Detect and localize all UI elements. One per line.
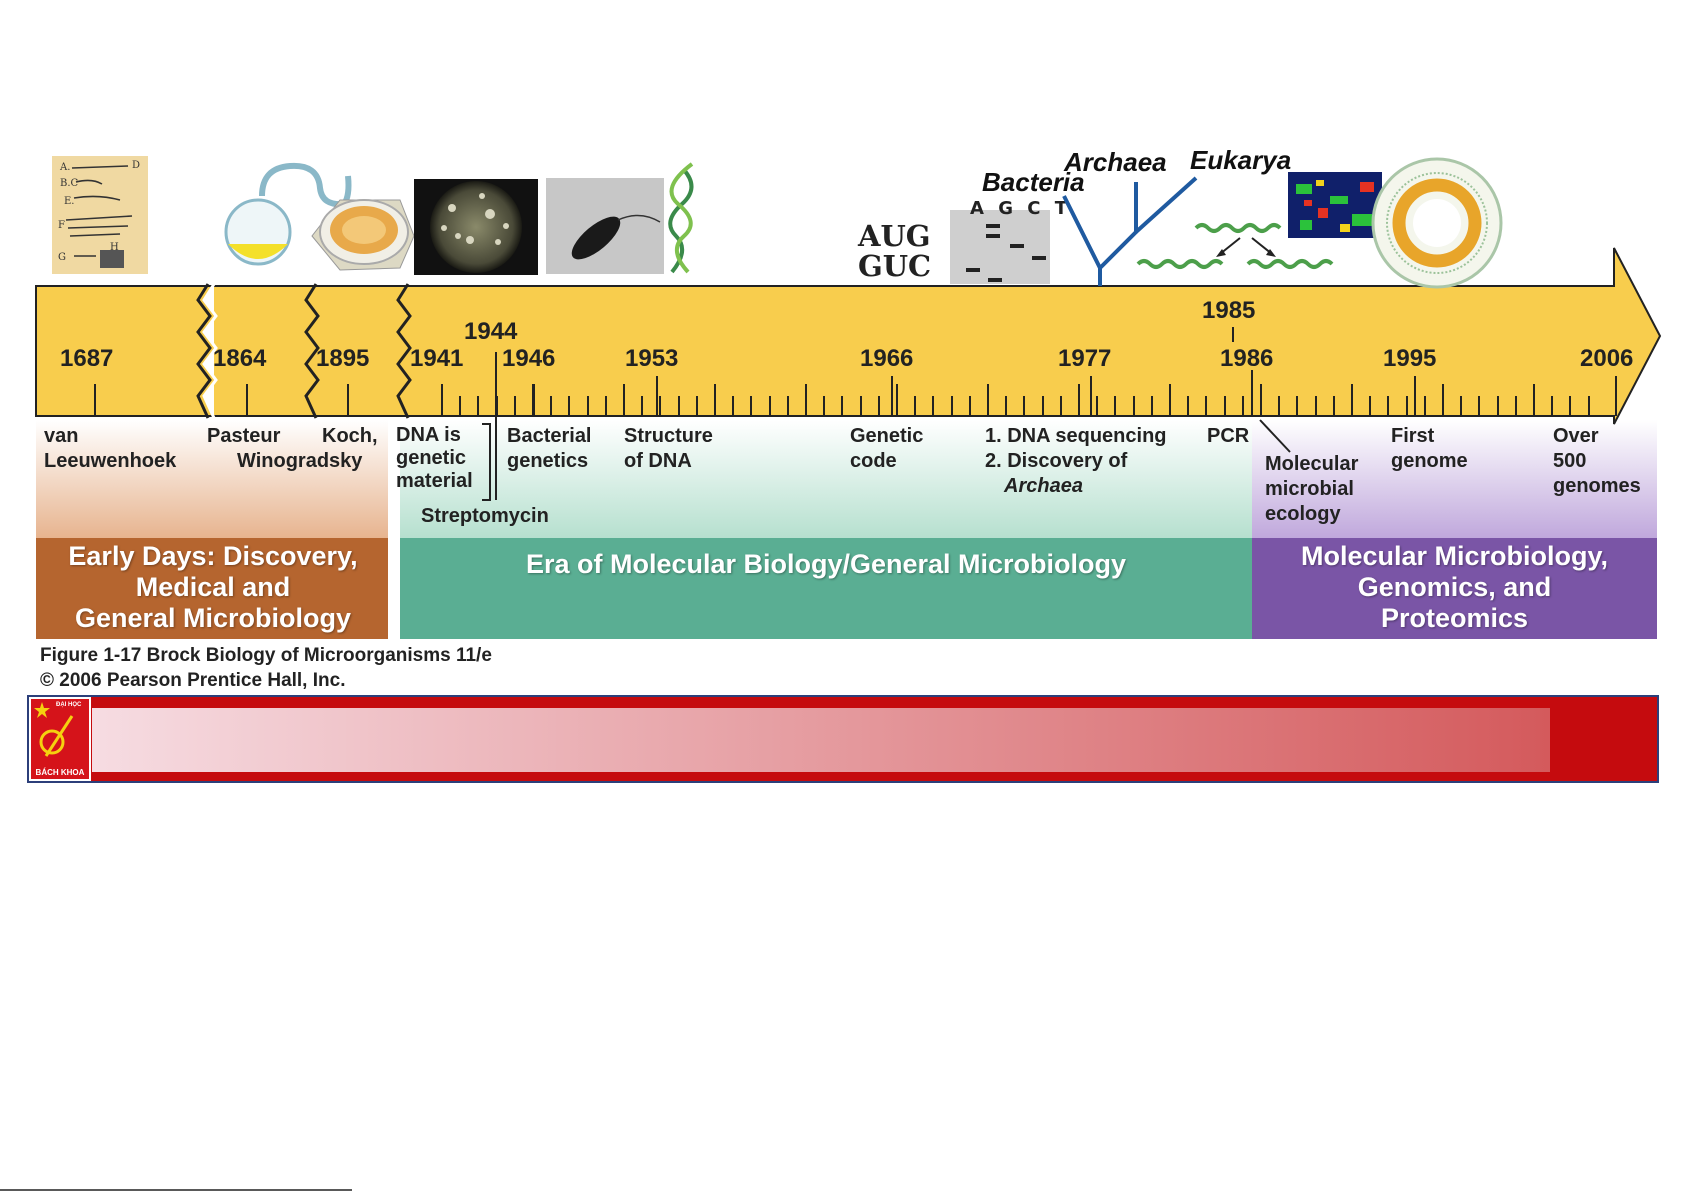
copyright-caption: © 2006 Pearson Prentice Hall, Inc. <box>40 670 346 691</box>
svg-text:A.: A. <box>59 162 70 173</box>
year-1941: 1941 <box>410 345 464 372</box>
event-koch: Koch, <box>322 425 378 447</box>
era-mid-background <box>400 420 1252 538</box>
event-pcr: PCR <box>1207 425 1250 447</box>
codon-text-2: GUC <box>858 249 931 283</box>
circular-genome-map <box>1371 157 1503 289</box>
event-streptomycin: Streptomycin <box>421 505 549 527</box>
year-1977: 1977 <box>1058 345 1112 372</box>
phylogenetic-tree <box>1062 176 1198 286</box>
gel-header-text: A G C T <box>970 198 1071 219</box>
era-late-title: Molecular Microbiology, Genomics, and Pr… <box>1300 541 1609 633</box>
timeline-break-3 <box>396 283 412 419</box>
petri-dish-culture <box>311 199 415 271</box>
era-late-bar <box>1252 538 1657 639</box>
event-bacterial-genetics: Bacterial genetics <box>507 425 592 472</box>
logo-top-text: ĐẠI HỌC <box>56 702 82 708</box>
footer-gradient <box>92 708 1550 772</box>
svg-text:H: H <box>110 242 119 253</box>
event-first-genome: First genome <box>1391 425 1468 472</box>
dna-replication <box>1136 223 1334 269</box>
bacteria-label: Bacteria <box>982 167 1085 197</box>
year-2006: 2006 <box>1580 345 1634 372</box>
codon-text: AUG <box>857 219 931 253</box>
logo-bottom-text: BÁCH KHOA <box>35 768 85 777</box>
swan-neck-flask <box>224 162 352 266</box>
event-dna-genetic: DNA is genetic material <box>396 424 473 492</box>
sequencing-gel: A G C T <box>950 198 1071 284</box>
year-1864: 1864 <box>213 345 267 372</box>
bacterium-micrograph <box>546 178 664 274</box>
svg-text:E.: E. <box>64 196 74 207</box>
era-late-background <box>1252 420 1657 538</box>
bacterial-colony-plate <box>414 179 538 275</box>
event-archaea-italic: Archaea <box>1004 475 1083 497</box>
event-structure-dna: Structure of DNA <box>624 425 713 472</box>
figure-caption: Figure 1-17 Brock Biology of Microorgani… <box>40 645 492 666</box>
major-ticks <box>94 327 1617 500</box>
event-dna-sequencing: 1. DNA sequencing <box>985 425 1167 447</box>
year-1995: 1995 <box>1383 345 1437 372</box>
year-1895: 1895 <box>316 345 370 372</box>
svg-text:D: D <box>132 160 140 171</box>
event-winogradsky: Winogradsky <box>237 450 363 472</box>
svg-text:B.C: B.C <box>60 178 79 189</box>
year-1944: 1944 <box>464 318 518 345</box>
year-1985: 1985 <box>1202 297 1256 324</box>
event-pasteur: Pasteur <box>207 425 281 447</box>
event-leeuwenhoek: van Leeuwenhoek <box>44 425 177 472</box>
event-molecular-ecology: Molecular microbial ecology <box>1265 453 1359 525</box>
microarray-image <box>1288 172 1382 238</box>
dna-helix <box>668 162 694 274</box>
dna-bracket <box>482 423 491 501</box>
university-logo <box>29 697 91 781</box>
year-1946: 1946 <box>502 345 556 372</box>
archaea-label: Archaea <box>1064 147 1167 177</box>
era-early-title: Early Days: Discovery, Medical and Gener… <box>68 541 358 633</box>
timeline-break-1b <box>202 283 218 419</box>
svg-text:F: F <box>58 220 65 231</box>
event-over-500: Over 500 genomes <box>1553 425 1641 497</box>
event-genetic-code: Genetic code <box>850 425 924 472</box>
year-1966: 1966 <box>860 345 914 372</box>
era-early-bar <box>36 538 388 639</box>
year-1986: 1986 <box>1220 345 1274 372</box>
event-discovery-archaea: 2. Discovery of <box>985 450 1128 472</box>
svg-text:G: G <box>58 252 66 263</box>
era-mid-title: Era of Molecular Biology/General Microbi… <box>525 549 1127 579</box>
era-mid-bar <box>400 538 1252 639</box>
year-1687: 1687 <box>60 345 114 372</box>
year-1953: 1953 <box>625 345 679 372</box>
molecular-ecology-pointer <box>1259 419 1291 453</box>
era-early-background <box>36 420 388 538</box>
leeuwenhoek-sketch: A. B.C E. F G D H <box>52 156 148 274</box>
timeline-break-1 <box>196 283 212 419</box>
timeline-arrow <box>35 247 1662 425</box>
timeline-break-2 <box>304 283 320 419</box>
eukarya-label: Eukarya <box>1190 145 1292 175</box>
